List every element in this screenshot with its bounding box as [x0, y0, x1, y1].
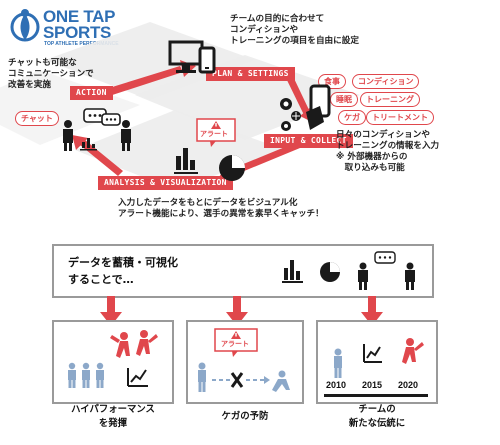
input-desc-line: ※ 外部機器からの [336, 152, 408, 162]
analysis-alert: アラート [196, 118, 236, 147]
action-description: チャットも可能な コミュニケーションで 改善を実施 [8, 58, 128, 91]
phone-hand-icon [280, 84, 331, 131]
year-label: 2010 [326, 380, 347, 390]
logo-tagline: TOP ATHLETE PERFORMANCE [44, 41, 119, 47]
alert-bubble-icon [214, 328, 258, 357]
analysis-description: 入力したデータをもとにデータをビジュアル化 アラート機能により、選手の異常を素早… [118, 198, 418, 220]
outcome-caption-injury: ケガの予防 [186, 410, 304, 424]
logo-line1: ONE TAP [43, 7, 116, 26]
athletes-growth-icon [68, 330, 158, 388]
action-desc-line: 改善を実施 [8, 80, 51, 90]
action-desc-line: チャットも可能な [8, 58, 77, 68]
pill-condition: コンディション [352, 74, 420, 89]
year-label: 2015 [362, 380, 383, 390]
logo-line2: SPORTS [43, 23, 112, 42]
input-collect-label: INPUT & COLLECT [264, 134, 353, 148]
alert-label: アラート [200, 130, 228, 138]
analysis-desc-line: 入力したデータをもとにデータをビジュアル化 [118, 198, 298, 208]
outcome-caption-performance: ハイパフォーマンス を発揮 [52, 403, 174, 431]
plan-description: チームの目的に合わせて コンディションや トレーニングの項目を自由に設定 [230, 14, 400, 47]
caption-line: を発揮 [98, 418, 128, 429]
analysis-visualization-label: ANALYSIS & VISUALIZATION [98, 176, 233, 190]
outcome-box-performance [52, 320, 174, 404]
charts-icon [174, 148, 245, 181]
summary-box: データを蓄積・可視化 することで… [52, 244, 434, 298]
summary-icons [282, 251, 415, 290]
pill-training: トレーニング [360, 92, 420, 107]
team-chat-icon [63, 108, 131, 151]
caption-line: チームの [358, 404, 396, 415]
plan-desc-line: コンディションや [230, 25, 299, 35]
analysis-desc-line: アラート機能により、選手の異常を素早くキャッチ！ [118, 209, 324, 219]
action-desc-line: コミュニケーションで [8, 69, 94, 79]
logo: ONE TAP SPORTS TOP ATHLETE PERFORMANCE [10, 6, 130, 48]
input-description: 日々のコンディションや トレーニングの情報を入力 ※ 外部機器からの 取り込みも… [336, 130, 496, 174]
monitor-phone-icon [168, 40, 216, 74]
input-desc-line: トレーニングの情報を入力 [336, 141, 440, 151]
timeline-bar [324, 394, 428, 397]
caption-line: ハイパフォーマンス [71, 404, 155, 415]
pill-treatment: トリートメント [366, 110, 434, 125]
plan-settings-label: PLAN & SETTINGS [206, 67, 295, 81]
chat-pill: チャット [15, 111, 59, 126]
plan-desc-line: トレーニングの項目を自由に設定 [230, 36, 359, 46]
down-arrows [100, 296, 383, 326]
alert-bubble-icon [196, 118, 236, 147]
year-label: 2020 [398, 380, 419, 390]
injury-prevention-icon [198, 362, 290, 392]
injury-alert: アラート [214, 328, 258, 358]
summary-lead-line: データを蓄積・可視化 [68, 256, 178, 269]
caption-line: 新たな伝統に [348, 418, 406, 429]
summary-lead: データを蓄積・可視化 することで… [68, 254, 178, 288]
input-desc-line: 日々のコンディションや [336, 130, 430, 140]
logo-mark-icon [10, 9, 40, 42]
summary-lead-line: することで… [68, 273, 134, 286]
caption-line: ケガの予防 [221, 411, 269, 422]
cycle-background [0, 22, 360, 190]
outcome-box-injury: アラート [186, 320, 304, 404]
timeline-icon [334, 338, 424, 378]
alert-label: アラート [221, 340, 249, 348]
plan-desc-line: チームの目的に合わせて [230, 14, 325, 24]
outcome-box-tradition: 2010 2015 2020 [316, 320, 438, 404]
action-label: ACTION [70, 86, 113, 100]
input-desc-line: 取り込みも可能 [336, 163, 405, 173]
outcome-caption-tradition: チームの 新たな伝統に [316, 403, 438, 431]
pill-injury: ケガ [338, 110, 366, 125]
